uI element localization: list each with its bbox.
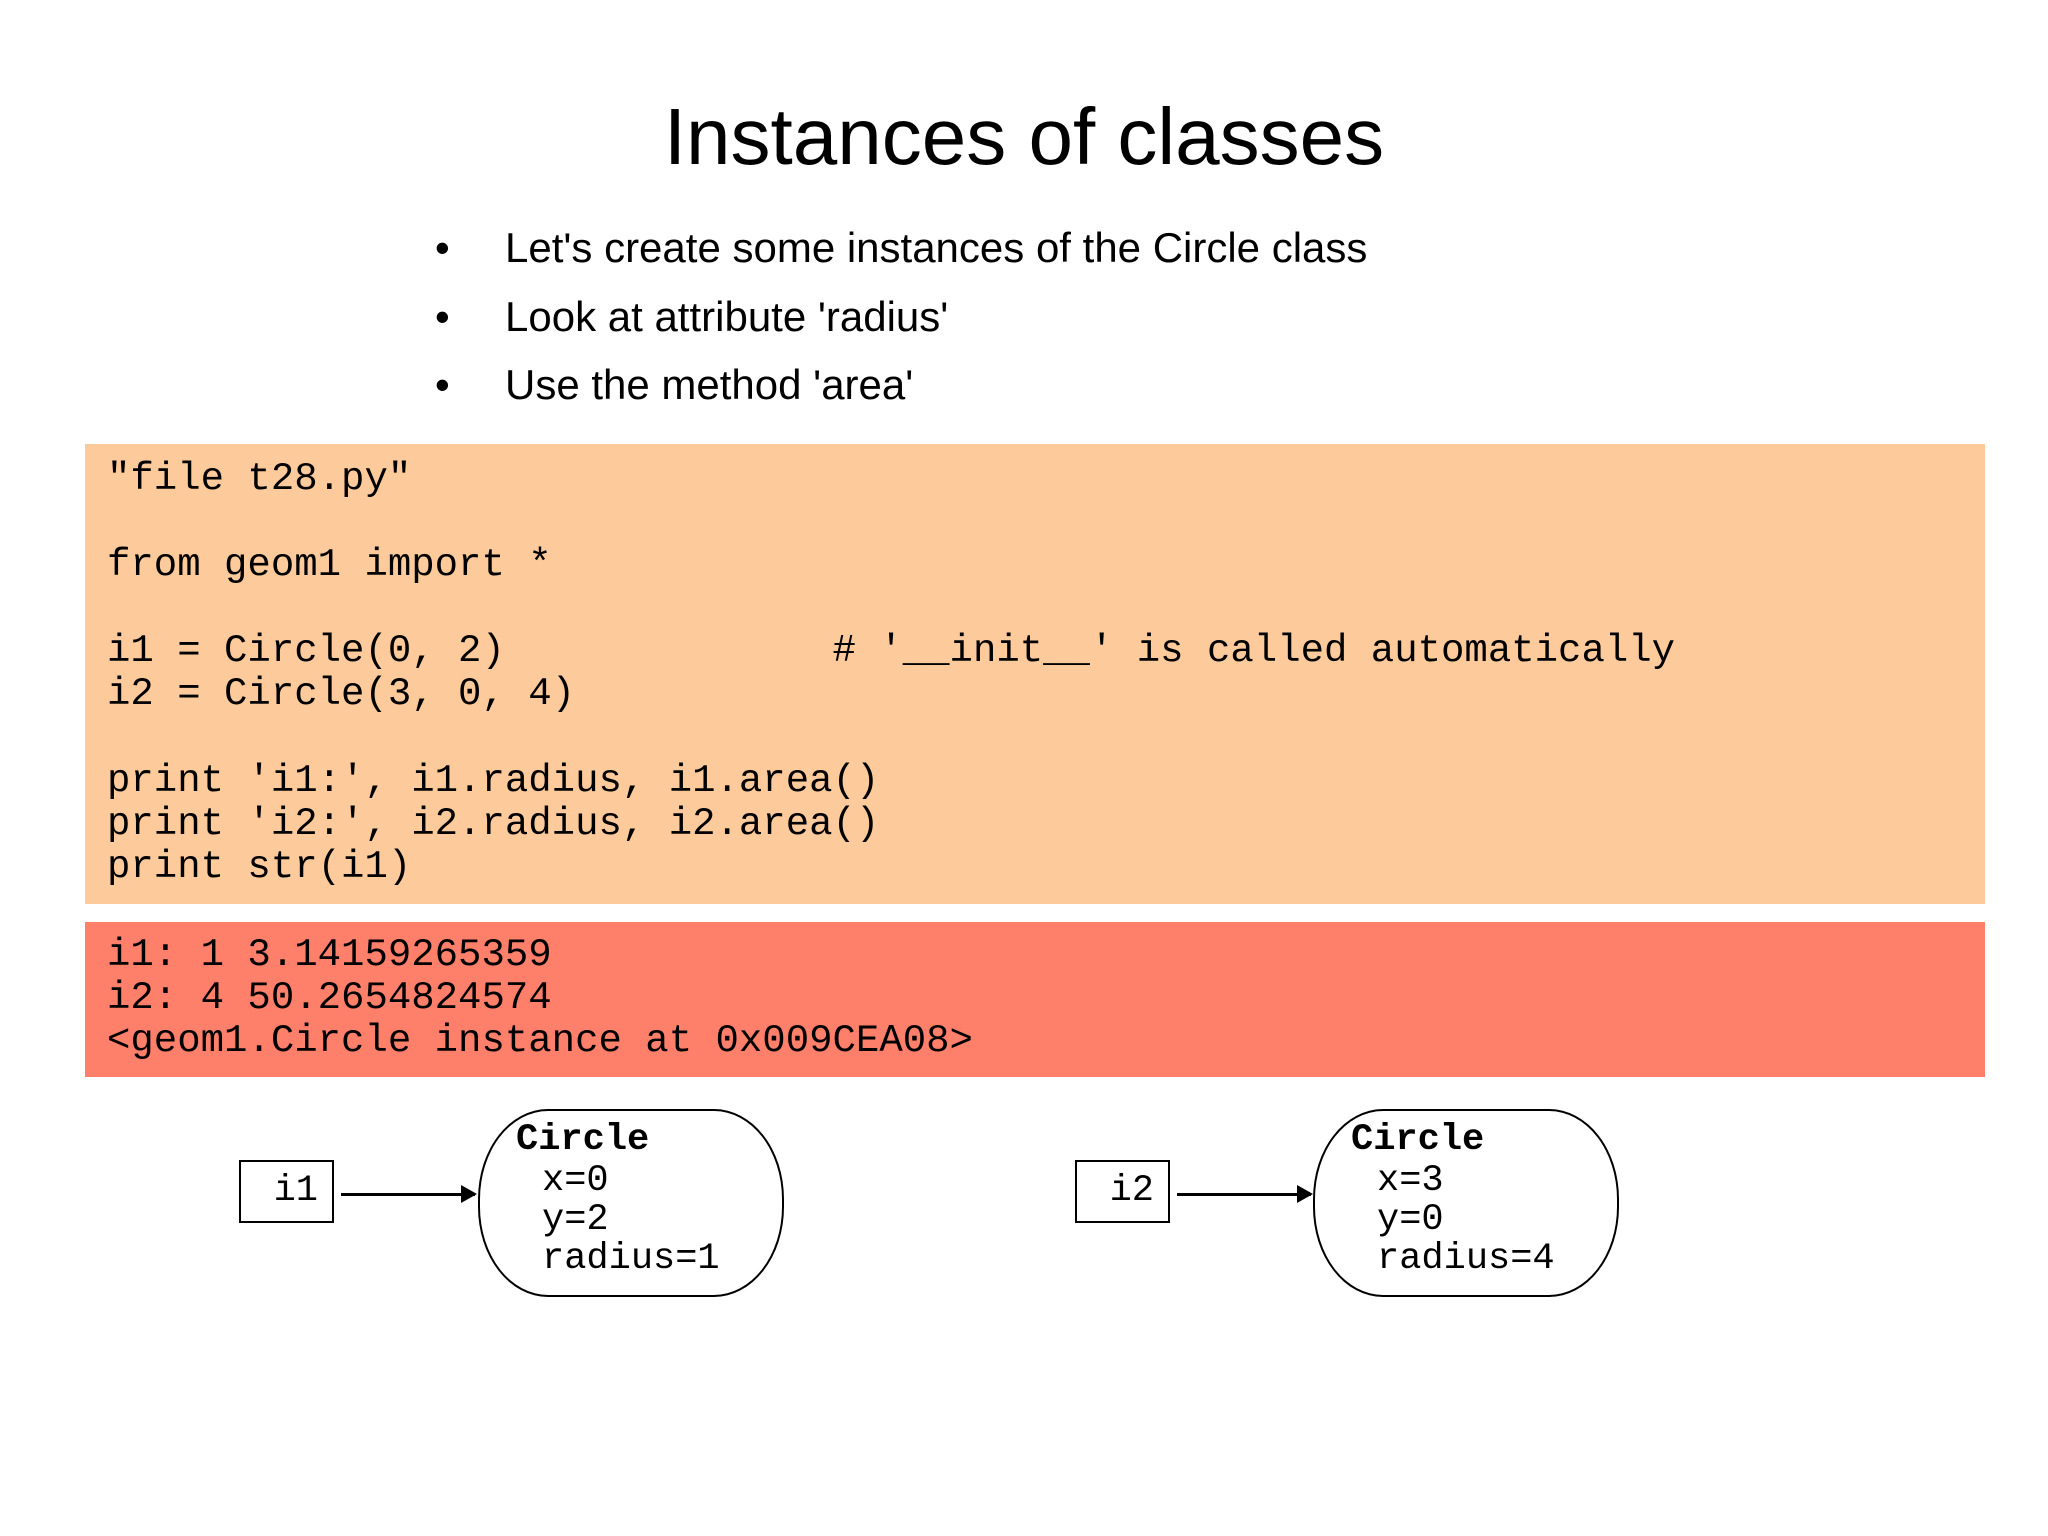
code-line: i1 = Circle(0, 2) # '__init__' is called… [107, 629, 1676, 673]
output-block: i1: 1 3.14159265359 i2: 4 50.2654824574 … [85, 922, 1985, 1077]
bullet-text: Look at attribute 'radius' [505, 293, 949, 340]
attribute: x=0 [542, 1160, 609, 1202]
arrow-icon [341, 1185, 477, 1203]
code-line: print str(i1) [107, 845, 412, 889]
code-line: from geom1 import * [107, 543, 552, 587]
class-name: Circle [1351, 1119, 1485, 1161]
slide-title: Instances of classes [663, 92, 1385, 181]
code-line: print 'i1:', i1.radius, i1.area() [107, 759, 880, 803]
bullet-text: Use the method 'area' [505, 361, 914, 408]
bullet-icon: • [435, 293, 450, 340]
bullet-text: Let's create some instances of the Circl… [505, 224, 1368, 271]
attribute: y=0 [1377, 1199, 1444, 1241]
variable-box-i1: i1 [239, 1160, 334, 1223]
instance-object-i1: Circle x=0 y=2 radius=1 [478, 1109, 784, 1297]
class-name: Circle [516, 1119, 650, 1161]
code-line: "file t28.py" [107, 457, 412, 501]
code-line: i2 = Circle(3, 0, 4) [107, 672, 576, 716]
attribute: radius=4 [1377, 1238, 1555, 1280]
arrow-icon [1177, 1185, 1313, 1203]
output-line: <geom1.Circle instance at 0x009CEA08> [107, 1019, 973, 1063]
instance-object-i2: Circle x=3 y=0 radius=4 [1313, 1109, 1619, 1297]
attribute: x=3 [1377, 1160, 1444, 1202]
code-block: "file t28.py" from geom1 import * i1 = C… [85, 444, 1985, 904]
bullet-icon: • [435, 224, 450, 271]
code-line: print 'i2:', i2.radius, i2.area() [107, 802, 880, 846]
attribute: y=2 [542, 1199, 609, 1241]
output-line: i2: 4 50.2654824574 [107, 976, 552, 1020]
attribute: radius=1 [542, 1238, 720, 1280]
output-line: i1: 1 3.14159265359 [107, 933, 552, 977]
bullet-icon: • [435, 361, 450, 408]
variable-box-i2: i2 [1075, 1160, 1170, 1223]
